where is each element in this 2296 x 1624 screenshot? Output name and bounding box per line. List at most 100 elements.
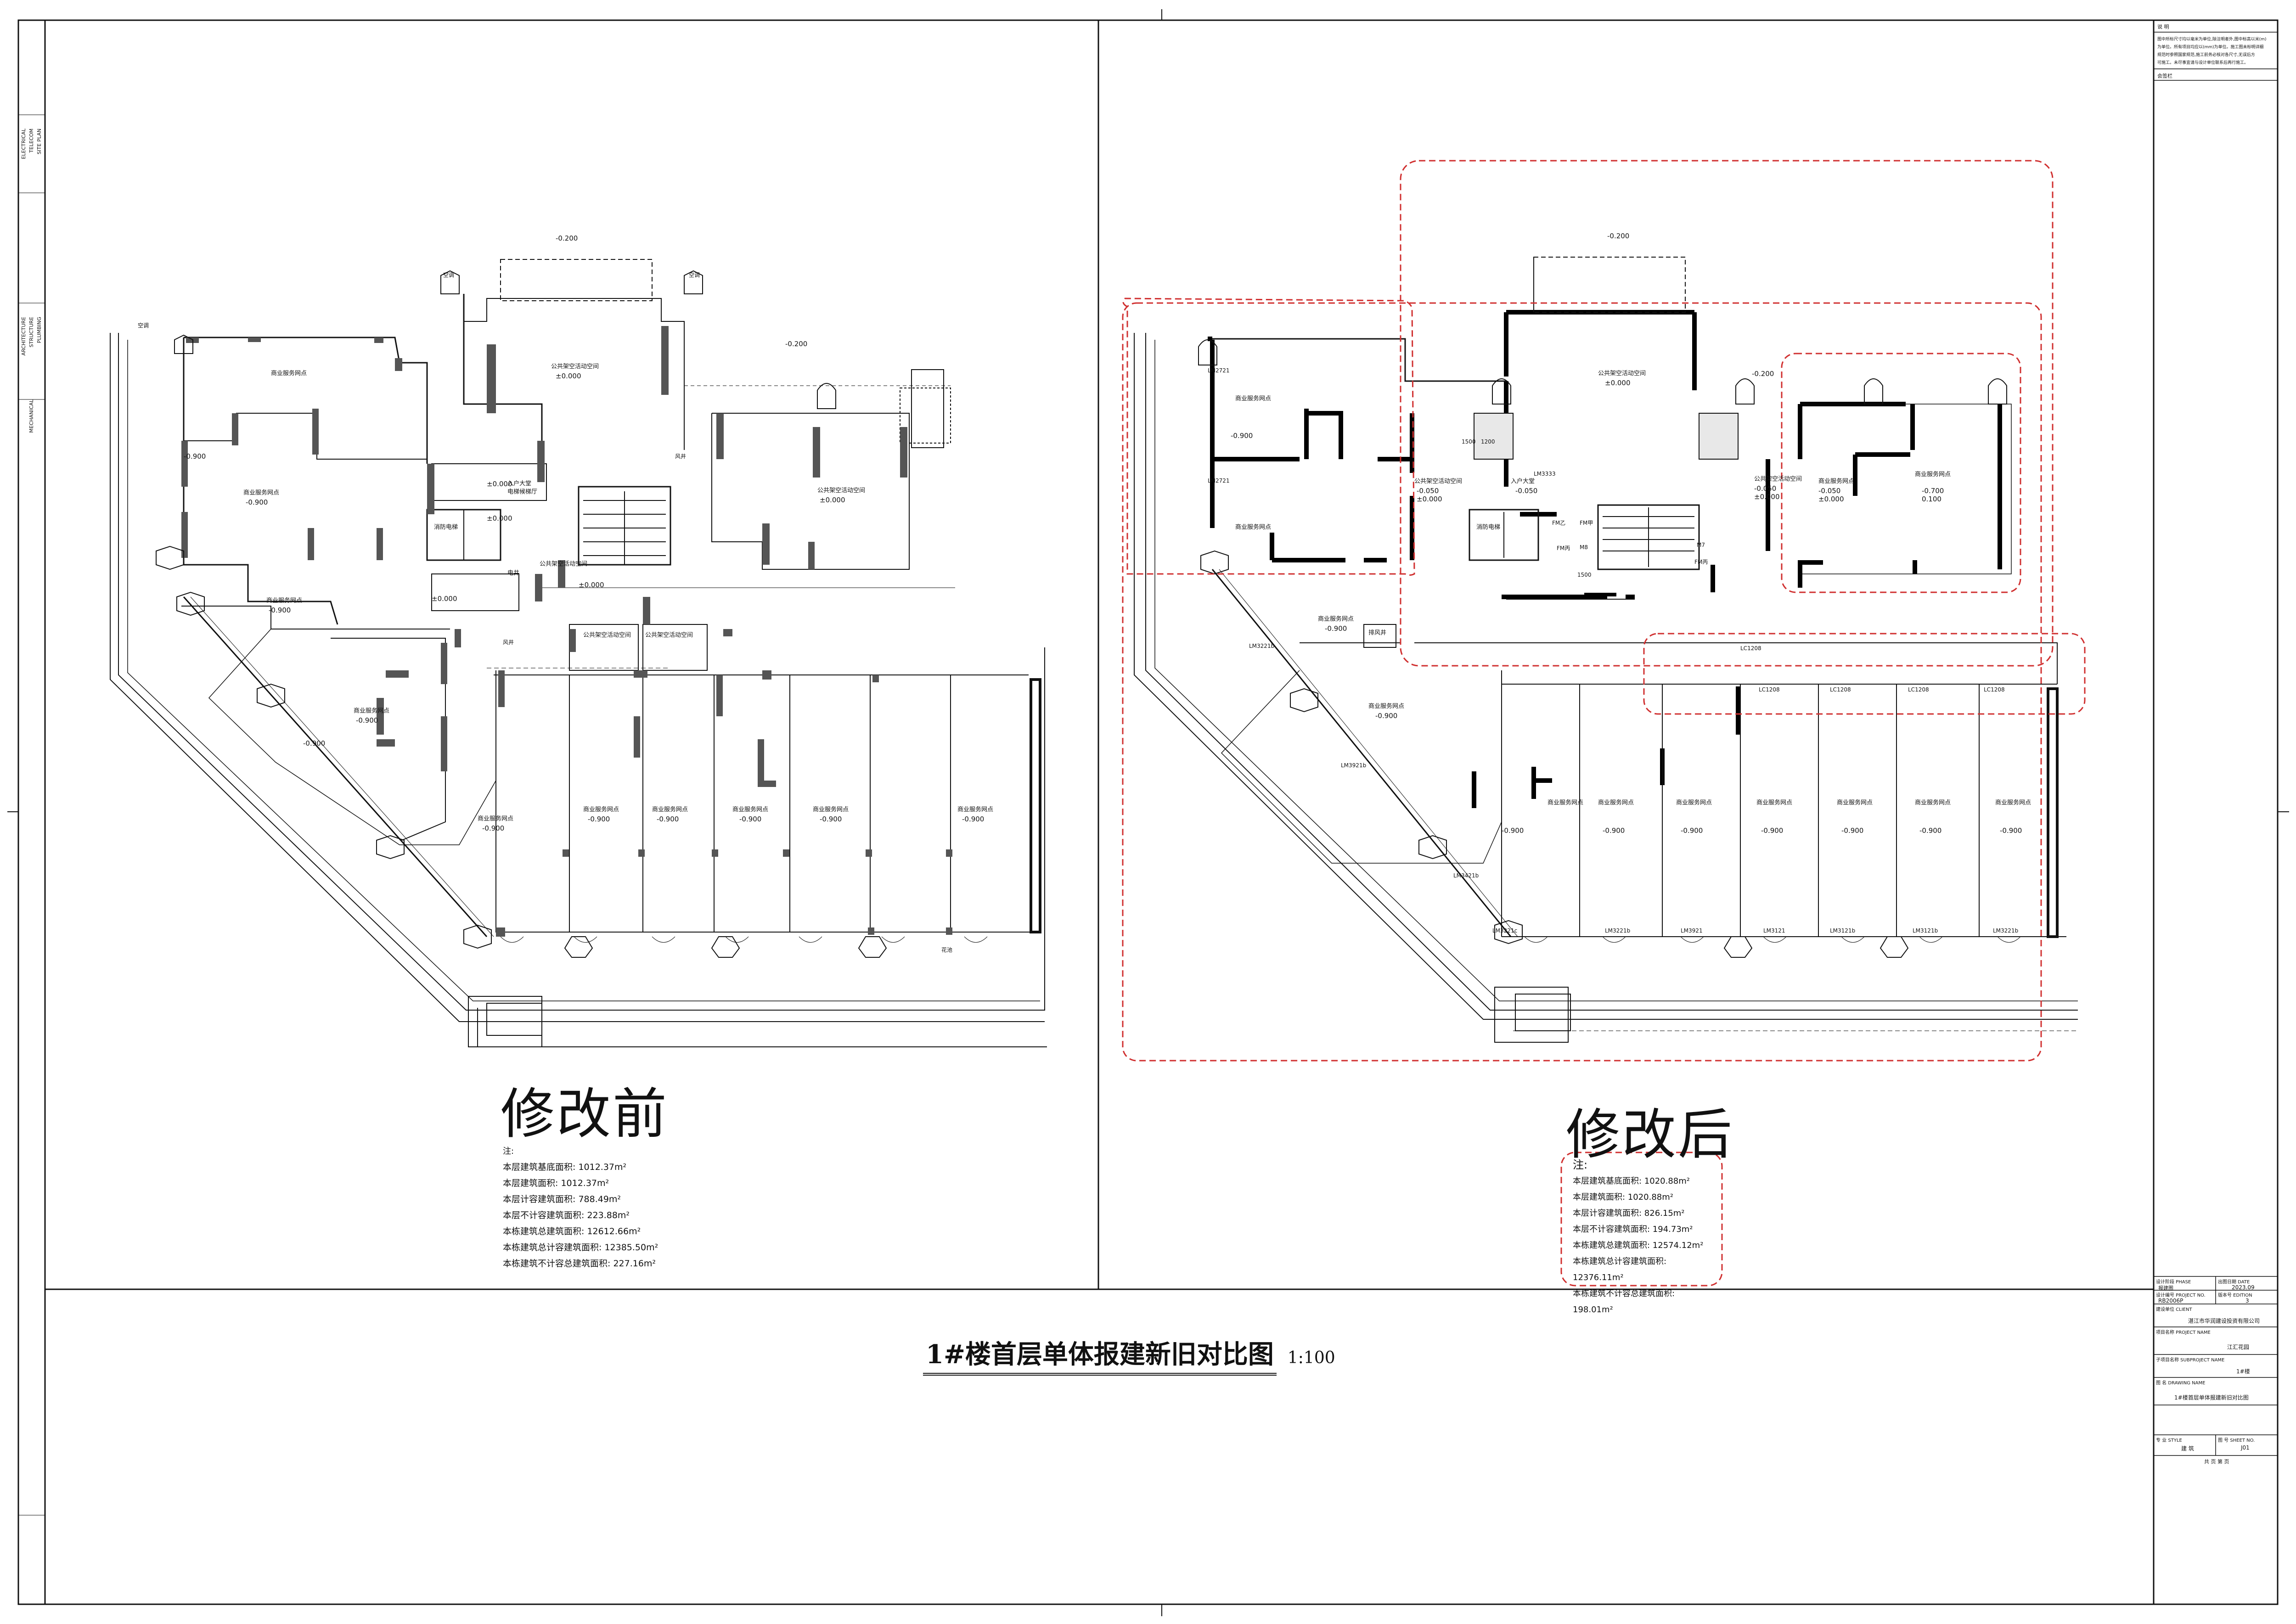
plan-after (1134, 257, 2078, 1043)
tb-drawing-label: 图 名 DRAWING NAME (2156, 1381, 2206, 1386)
tb-sheet-label: 图 号 SHEET NO. (2218, 1438, 2255, 1443)
after-elev-top: -0.200 (1607, 232, 1630, 240)
stats-before: 注: 本层建筑基底面积: 1012.37m² 本层建筑面积: 1012.37m²… (503, 1143, 668, 1272)
after-opening-1: LM3221c (1492, 927, 1518, 934)
after-elev-5: -0.900 (1502, 826, 1524, 835)
after-elev-9: -0.900 (1841, 826, 1864, 835)
tb-date-label: 出图日期 DATE (2218, 1280, 2250, 1285)
after-lc-5: LC1208 (1759, 686, 1780, 693)
after-lc-4: LC1208 (1984, 686, 2005, 693)
after-lc-1: LC1208 (1740, 645, 1761, 652)
before-room-shop-5: 商业服务网点 (478, 815, 514, 822)
side-label-telecom: TELECOM (28, 129, 34, 153)
stats-before-line-6: 本栋建筑总计容建筑面积: 12385.50m² (503, 1242, 658, 1253)
before-public-space-4: 公共架空活动空间 (583, 632, 631, 639)
tb-notes-line-1: 图中所标尺寸均以毫米为单位,除注明者外,图中标高以米(m) (2157, 37, 2267, 42)
after-opening-5: LM3121b (1830, 927, 1856, 934)
tb-projno-value: RB2006P (2158, 1298, 2183, 1304)
side-label-electrical: ELECTRICAL (21, 129, 27, 159)
tb-edition-label: 版本号 EDITION (2218, 1293, 2252, 1298)
after-elev-6: -0.900 (1603, 826, 1625, 835)
stats-after-line-7: 本栋建筑不计容总建筑面积: 198.01m² (1573, 1289, 1675, 1315)
after-room-shop-4: 商业服务网点 (1368, 703, 1405, 710)
stats-after-line-4: 本层不计容建筑面积: 194.73m² (1573, 1225, 1693, 1234)
tb-sheet-value: J01 (2241, 1444, 2250, 1451)
after-dim-2: 1200 (1481, 438, 1495, 445)
before-elev-top: -0.200 (556, 234, 578, 242)
stats-after: 注: 本层建筑基底面积: 1020.88m² 本层建筑面积: 1020.88m²… (1573, 1157, 1715, 1318)
after-room-shop-10: 商业服务网点 (1915, 799, 1951, 806)
before-lobby: 入户大堂 (507, 480, 532, 487)
revision-clouds (1122, 160, 2086, 1287)
tb-stamp-label: 会签栏 (2157, 73, 2172, 79)
before-lobby-sub: 电梯候梯厅 (507, 489, 538, 495)
before-elev-2: -0.900 (246, 498, 268, 506)
before-tag-planter: 花池 (941, 947, 953, 953)
after-opening-4: LM3121 (1763, 927, 1785, 934)
after-public-space-3: 公共架空活动空间 (1754, 476, 1802, 483)
stats-after-line-1: 本层建筑基底面积: 1020.88m² (1573, 1176, 1690, 1186)
after-opening-7: LM3221b (1993, 927, 2019, 934)
tb-style-label: 专 业 STYLE (2156, 1438, 2182, 1443)
stats-before-line-1: 本层建筑基底面积: 1012.37m² (503, 1162, 627, 1172)
after-public-space-1: 公共架空活动空间 (1598, 370, 1646, 377)
after-elev-a-3: -0.050 (1818, 487, 1841, 495)
tb-notes: 图中所标尺寸均以毫米为单位,除注明者外,图中标高以米(m) 为单位。所有项目均应… (2157, 36, 2275, 67)
after-elev-zero-4: ±0.000 (1818, 495, 1844, 503)
after-room-shop-3: 商业服务网点 (1318, 616, 1354, 623)
before-elev-5: -0.900 (482, 824, 505, 832)
before-public-space-1: 公共架空活动空间 (551, 363, 599, 370)
plan-before (110, 259, 1047, 1047)
tb-notes-header: 说 明 (2157, 24, 2169, 30)
before-elev-zero-core2: ±0.000 (487, 480, 512, 488)
after-door-code-2: FM甲 (1580, 520, 1593, 526)
stats-before-line-7: 本栋建筑不计容总建筑面积: 227.16m² (503, 1259, 656, 1269)
after-door-code-5: M7 (1697, 542, 1705, 548)
before-tag-ac-2: 空调 (689, 272, 700, 278)
after-elev-3: -0.900 (1325, 624, 1347, 633)
tb-project-value: 江汇花园 (2227, 1344, 2250, 1350)
side-label-plumbing: PLUMBING (36, 317, 42, 343)
after-door-code-3: FM丙 (1557, 545, 1570, 551)
after-elev-zero-2: ±0.000 (1417, 495, 1442, 503)
after-lc-2: LC1208 (1830, 686, 1851, 693)
stats-after-line-2: 本层建筑面积: 1020.88m² (1573, 1192, 1673, 1202)
after-elev-7: -0.900 (1681, 826, 1703, 835)
after-door-code-4: M8 (1580, 544, 1588, 551)
before-public-space-2: 公共架空活动空间 (817, 487, 866, 494)
after-room-shop-5: 商业服务网点 (1548, 799, 1584, 806)
before-tag-kiosk-2: 风井 (503, 639, 514, 646)
after-dim-1: 1500 (1462, 438, 1476, 445)
before-elev-wedge: -0.900 (303, 739, 326, 747)
left-margin-marks (18, 114, 45, 1516)
stats-before-line-4: 本层不计容建筑面积: 223.88m² (503, 1210, 630, 1220)
before-elev-top-right: -0.200 (785, 340, 808, 348)
tb-client-value: 湛江市华润建设投资有限公司 (2188, 1318, 2260, 1324)
before-tag-ac-1: 空调 (443, 272, 455, 278)
tb-phase-value: 报建图 (2158, 1285, 2173, 1291)
after-door-code-1: FM乙 (1552, 520, 1566, 526)
side-label-structure: STRUCTURE (28, 317, 34, 348)
after-lobby: 入户大堂 (1511, 478, 1535, 485)
before-well: 电井 (507, 570, 520, 577)
before-room-shop-2: 商业服务网点 (243, 489, 280, 496)
after-elev-zero-1: ±0.000 (1605, 379, 1631, 387)
stats-after-line-3: 本层计容建筑面积: 826.15m² (1573, 1208, 1685, 1218)
after-opening-3: LM3921 (1681, 927, 1703, 934)
tb-sheet-of: 共 页 第 页 (2204, 1459, 2229, 1465)
before-elev-4: -0.900 (356, 716, 378, 725)
before-elev-zero-core: ±0.000 (487, 514, 512, 523)
after-room-right-2: 商业服务网点 (1915, 471, 1951, 478)
tb-date-value: 2023.09 (2232, 1284, 2255, 1291)
tb-edition-value: 3 (2245, 1298, 2249, 1304)
before-tag-ac-3: 空调 (138, 322, 149, 329)
after-elev-top-right: -0.200 (1752, 370, 1774, 378)
tb-notes-line-3: 规范时参照国家规范,施工前务必核对各尺寸,无误后方 (2157, 53, 2255, 57)
before-elev-10: -0.900 (962, 815, 985, 823)
stats-before-line-3: 本层计容建筑面积: 788.49m² (503, 1194, 621, 1204)
tb-drawing-value: 1#楼首层单体报建新旧对比图 (2174, 1394, 2249, 1401)
before-room-shop-4: 商业服务网点 (354, 708, 390, 714)
after-elev-4: -0.900 (1375, 712, 1398, 720)
before-public-space-5: 公共架空活动空间 (645, 632, 693, 639)
after-room-shop-11: 商业服务网点 (1995, 799, 2032, 806)
